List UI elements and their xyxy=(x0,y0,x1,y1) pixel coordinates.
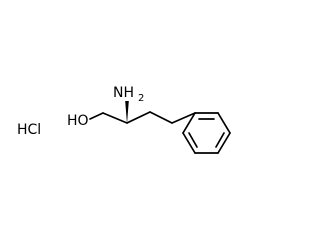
wedge-bond-c2-n xyxy=(125,101,129,124)
ring-bond-5 xyxy=(182,132,196,154)
ring-bond-2 xyxy=(217,112,231,134)
bond-c4-ring xyxy=(171,112,196,124)
benzene-ring xyxy=(182,112,231,154)
bond-o-c1 xyxy=(89,112,104,120)
hydroxyl-label: HO xyxy=(67,113,89,129)
bond-c2-c3 xyxy=(126,111,151,124)
ring-double-bond-right xyxy=(215,132,225,148)
bond-c3-c4 xyxy=(149,111,173,124)
ring-double-bond-left xyxy=(188,132,198,148)
amine-subscript: 2 xyxy=(138,93,144,104)
ring-bond-6 xyxy=(182,112,196,134)
bond-c1-c2 xyxy=(102,112,128,124)
molecule-canvas: HCl HO NH 2 xyxy=(17,84,231,154)
hcl-label: HCl xyxy=(17,122,41,138)
structural-formula: HCl HO NH 2 xyxy=(17,84,231,154)
ring-bond-3 xyxy=(217,132,231,154)
amine-label: NH xyxy=(113,85,134,101)
amine-label-group: NH 2 xyxy=(113,84,144,104)
